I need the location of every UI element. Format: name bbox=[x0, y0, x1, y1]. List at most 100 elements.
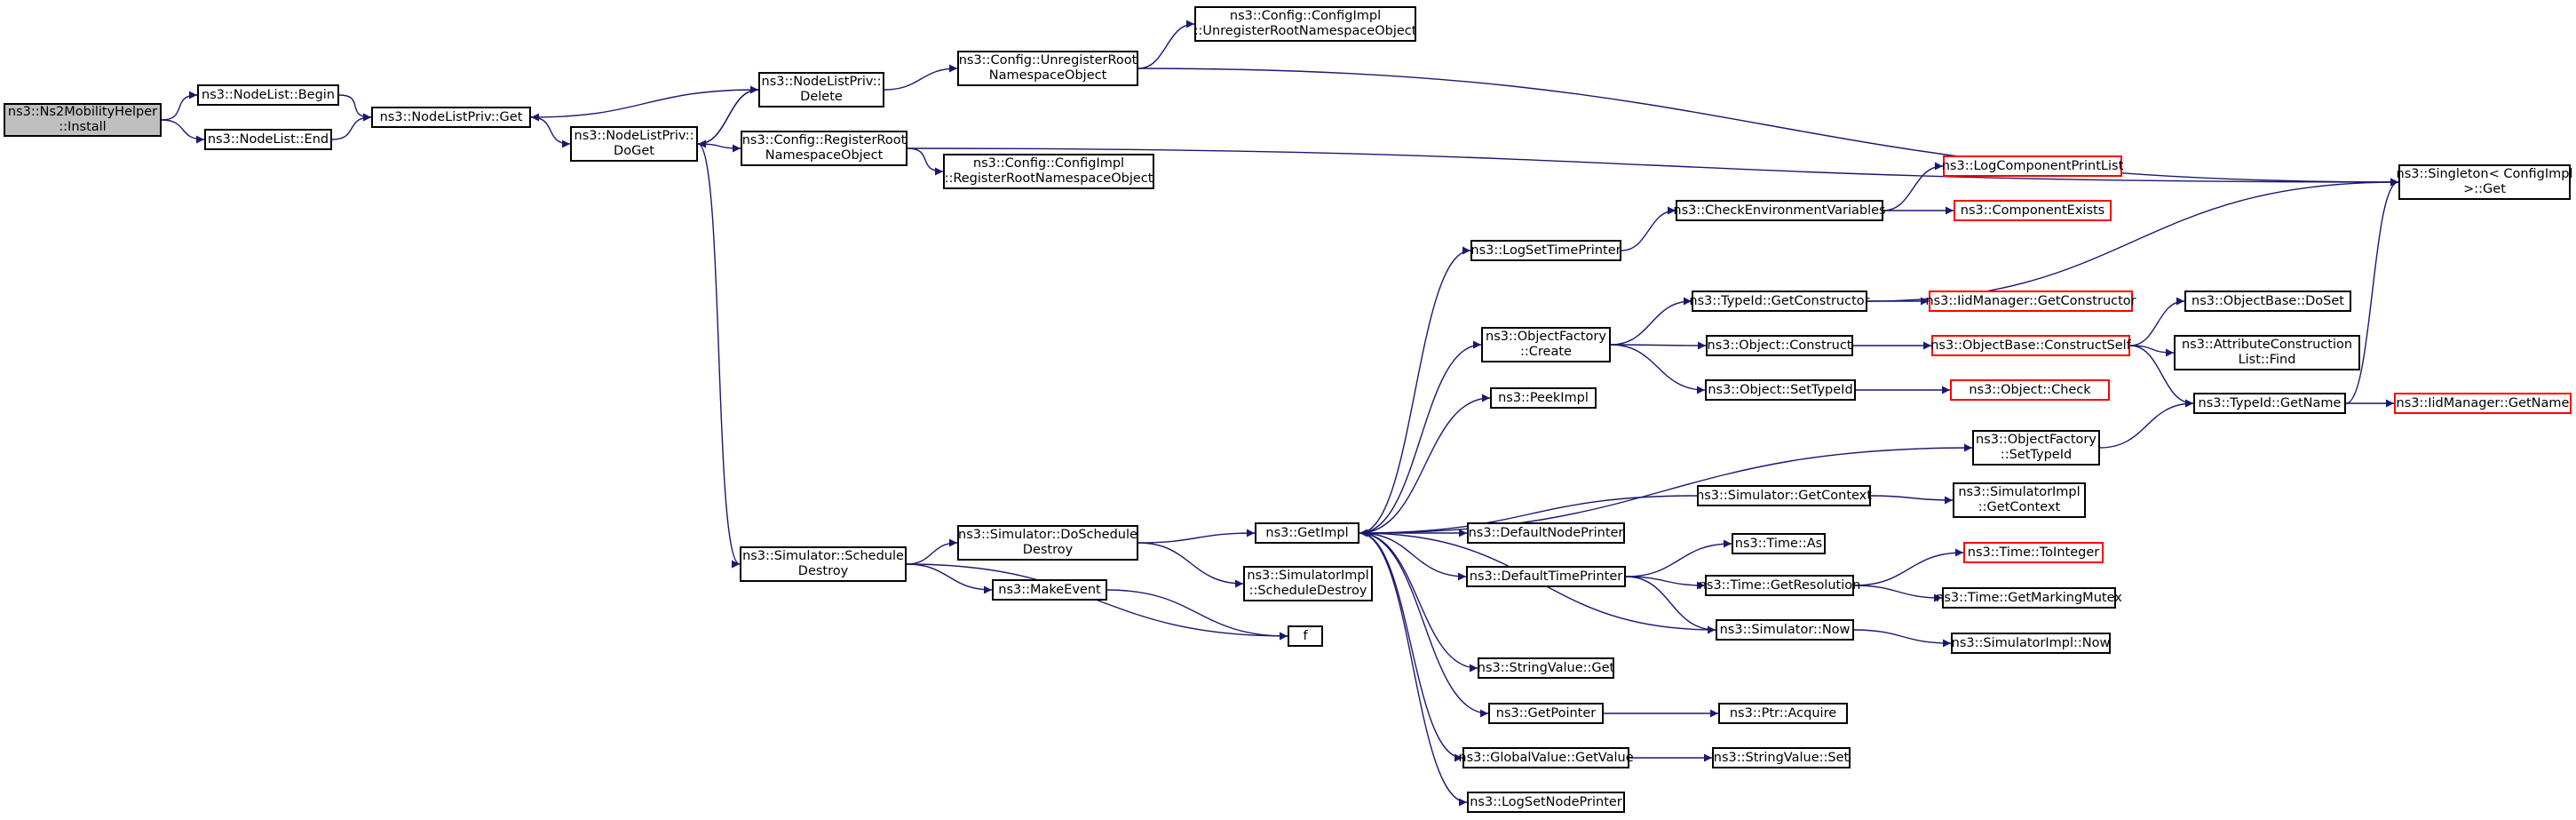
node-time-get-resolution[interactable]: ns3::Time::GetResolution bbox=[1699, 575, 1860, 596]
node-label-line: ::GetContext bbox=[1978, 500, 2061, 514]
node-object-factory-set-typeid[interactable]: ns3::ObjectFactory::SetTypeId bbox=[1972, 430, 2100, 466]
node-log-set-time-printer[interactable]: ns3::LogSetTimePrinter bbox=[1470, 240, 1621, 261]
node-label: ns3::ObjectFactory::Create bbox=[1486, 330, 1606, 360]
node-label-line: ns3::SimulatorImpl::Now bbox=[1951, 635, 2111, 650]
node-get-pointer[interactable]: ns3::GetPointer bbox=[1488, 703, 1604, 724]
node-label-line: ns3::GlobalValue::GetValue bbox=[1458, 750, 1634, 765]
node-label-line: ns3::MakeEvent bbox=[998, 582, 1101, 597]
node-string-value-get[interactable]: ns3::StringValue::Get bbox=[1478, 657, 1614, 679]
node-nodelistpriv-get[interactable]: ns3::NodeListPriv::Get bbox=[371, 107, 531, 128]
node-object-factory-create[interactable]: ns3::ObjectFactory::Create bbox=[1481, 327, 1611, 362]
edge-get-impl-to-global-value-get-value bbox=[1359, 532, 1463, 762]
node-label: ns3::SimulatorImpl::ScheduleDestroy bbox=[1247, 569, 1368, 599]
node-typeid-get-name[interactable]: ns3::TypeId::GetName bbox=[2193, 393, 2346, 414]
node-label: ns3::NodeList::Begin bbox=[202, 88, 335, 103]
node-label: ns3::SimulatorImpl::GetContext bbox=[1958, 485, 2080, 515]
node-simulatorimpl-now[interactable]: ns3::SimulatorImpl::Now bbox=[1951, 633, 2111, 654]
node-label: ns3::IidManager::GetConstructor bbox=[1925, 294, 2136, 309]
node-label: ns3::LogSetNodePrinter bbox=[1470, 795, 1622, 810]
node-nodelist-begin[interactable]: ns3::NodeList::Begin bbox=[197, 84, 339, 106]
node-iidmanager-get-constructor[interactable]: ns3::IidManager::GetConstructor bbox=[1925, 291, 2136, 312]
node-object-check[interactable]: ns3::Object::Check bbox=[1950, 379, 2110, 401]
node-component-exists[interactable]: ns3::ComponentExists bbox=[1954, 200, 2112, 221]
node-singleton-get[interactable]: ns3::Singleton< ConfigImpl >::Get bbox=[2397, 164, 2573, 200]
node-label-line: ns3::NodeListPriv:: bbox=[574, 129, 694, 143]
edge-nodelistpriv-get-to-nodelistpriv-doget bbox=[530, 116, 571, 148]
node-default-time-printer[interactable]: ns3::DefaultTimePrinter bbox=[1466, 566, 1626, 587]
node-label: ns3::CheckEnvironmentVariables bbox=[1673, 203, 1885, 219]
node-label-line: ns3::TypeId::GetName bbox=[2198, 395, 2342, 410]
edge-simulator-now-to-simulatorimpl-now bbox=[1853, 629, 1952, 648]
node-objectbase-doset[interactable]: ns3::ObjectBase::DoSet bbox=[2184, 291, 2351, 312]
node-time-get-marking-mutex[interactable]: ns3::Time::GetMarkingMutex bbox=[1936, 587, 2122, 609]
node-make-event[interactable]: ns3::MakeEvent bbox=[992, 579, 1107, 601]
node-label: ns3::ObjectBase::DoSet bbox=[2192, 294, 2344, 309]
node-default-node-printer[interactable]: ns3::DefaultNodePrinter bbox=[1467, 522, 1625, 544]
node-nodelist-end[interactable]: ns3::NodeList::End bbox=[204, 129, 332, 150]
node-label-line: NamespaceObject bbox=[765, 148, 884, 163]
edge-check-env-vars-to-log-component-print-list bbox=[1882, 162, 1944, 211]
node-iidmanager-get-name[interactable]: ns3::IidManager::GetName bbox=[2394, 393, 2572, 414]
node-string-value-set[interactable]: ns3::StringValue::Set bbox=[1712, 747, 1851, 768]
node-typeid-get-constructor[interactable]: ns3::TypeId::GetConstructor bbox=[1689, 291, 1870, 312]
node-log-set-node-printer[interactable]: ns3::LogSetNodePrinter bbox=[1467, 792, 1625, 813]
node-label-line: ns3::GetImpl bbox=[1265, 525, 1349, 540]
node-label: ns3::DefaultTimePrinter bbox=[1470, 569, 1622, 585]
node-label: ns3::Object::SetTypeId bbox=[1708, 383, 1852, 398]
node-f[interactable]: f bbox=[1288, 625, 1323, 647]
node-get-impl[interactable]: ns3::GetImpl bbox=[1255, 522, 1359, 544]
edge-nodelistpriv-doget-to-simulator-schedule-destroy bbox=[697, 143, 741, 569]
node-nodelistpriv-delete[interactable]: ns3::NodeListPriv::Delete bbox=[758, 72, 884, 107]
edge-typeid-get-constructor-to-singleton-get bbox=[1867, 178, 2399, 302]
node-label: ns3::Time::GetResolution bbox=[1699, 578, 1861, 593]
node-label: ns3::StringValue::Get bbox=[1478, 661, 1614, 676]
node-simulator-now[interactable]: ns3::Simulator::Now bbox=[1716, 619, 1854, 641]
node-label-line: ::Create bbox=[1520, 345, 1572, 359]
node-label-line: ns3::Simulator::Now bbox=[1719, 622, 1851, 637]
node-label-line: ns3::ComponentExists bbox=[1960, 203, 2105, 218]
node-label-line: ns3::ObjectFactory bbox=[1486, 330, 1606, 344]
node-label: ns3::ObjectBase::ConstructSelf bbox=[1930, 338, 2131, 354]
node-simulatorimpl-get-context[interactable]: ns3::SimulatorImpl::GetContext bbox=[1953, 482, 2086, 518]
node-time-as[interactable]: ns3::Time::As bbox=[1732, 533, 1826, 554]
node-peek-impl[interactable]: ns3::PeekImpl bbox=[1490, 387, 1597, 409]
edge-get-impl-to-peek-impl bbox=[1359, 394, 1491, 534]
node-simulatorimpl-schedule-destroy[interactable]: ns3::SimulatorImpl::ScheduleDestroy bbox=[1243, 566, 1373, 601]
node-configimpl-unregister-root[interactable]: ns3::Config::ConfigImpl::UnregisterRootN… bbox=[1194, 6, 1416, 42]
node-label: ns3::Object::Construct bbox=[1708, 338, 1852, 354]
node-label-line: ns3::DefaultTimePrinter bbox=[1469, 569, 1623, 584]
node-object-construct[interactable]: ns3::Object::Construct bbox=[1706, 335, 1853, 356]
node-configimpl-register-root[interactable]: ns3::Config::ConfigImpl::RegisterRootNam… bbox=[943, 154, 1154, 189]
node-check-env-vars[interactable]: ns3::CheckEnvironmentVariables bbox=[1673, 200, 1886, 221]
node-objectbase-construct-self[interactable]: ns3::ObjectBase::ConstructSelf bbox=[1930, 335, 2131, 356]
edge-get-impl-to-log-set-node-printer bbox=[1359, 532, 1468, 807]
edge-default-time-printer-to-simulator-now bbox=[1625, 576, 1716, 634]
node-label: ns3::Config::ConfigImpl::RegisterRootNam… bbox=[945, 156, 1153, 187]
node-global-value-get-value[interactable]: ns3::GlobalValue::GetValue bbox=[1458, 747, 1634, 768]
edge-get-impl-to-log-set-time-printer bbox=[1359, 246, 1471, 534]
node-label-line: ns3::Config::ConfigImpl bbox=[972, 156, 1125, 171]
node-label-line: ns3::NodeList::End bbox=[207, 131, 329, 147]
node-log-component-print-list[interactable]: ns3::LogComponentPrintList bbox=[1942, 155, 2123, 177]
edge-config-register-root-to-configimpl-register-root bbox=[907, 147, 944, 176]
node-label-line: ns3::ObjectFactory bbox=[1976, 433, 2096, 447]
node-label-line: ns3::ObjectBase::ConstructSelf bbox=[1930, 338, 2131, 353]
node-simulator-get-context[interactable]: ns3::Simulator::GetContext bbox=[1696, 485, 1872, 506]
node-object-set-typeid[interactable]: ns3::Object::SetTypeId bbox=[1705, 379, 1856, 401]
node-ptr-acquire[interactable]: ns3::Ptr::Acquire bbox=[1718, 703, 1848, 724]
node-label-line: ns3::Simulator::DoSchedule bbox=[958, 528, 1137, 542]
node-label-line: ns3::GetPointer bbox=[1495, 705, 1597, 720]
node-label-line: ns3::SimulatorImpl bbox=[1958, 485, 2081, 499]
node-label-line: ns3::Simulator::GetContext bbox=[1696, 488, 1872, 503]
node-label: ns3::IidManager::GetName bbox=[2397, 396, 2570, 411]
edge-simulator-schedule-destroy-to-make-event bbox=[906, 563, 993, 594]
node-time-to-integer[interactable]: ns3::Time::ToInteger bbox=[1963, 542, 2104, 563]
node-nodelistpriv-doget[interactable]: ns3::NodeListPriv::DoGet bbox=[570, 126, 698, 162]
